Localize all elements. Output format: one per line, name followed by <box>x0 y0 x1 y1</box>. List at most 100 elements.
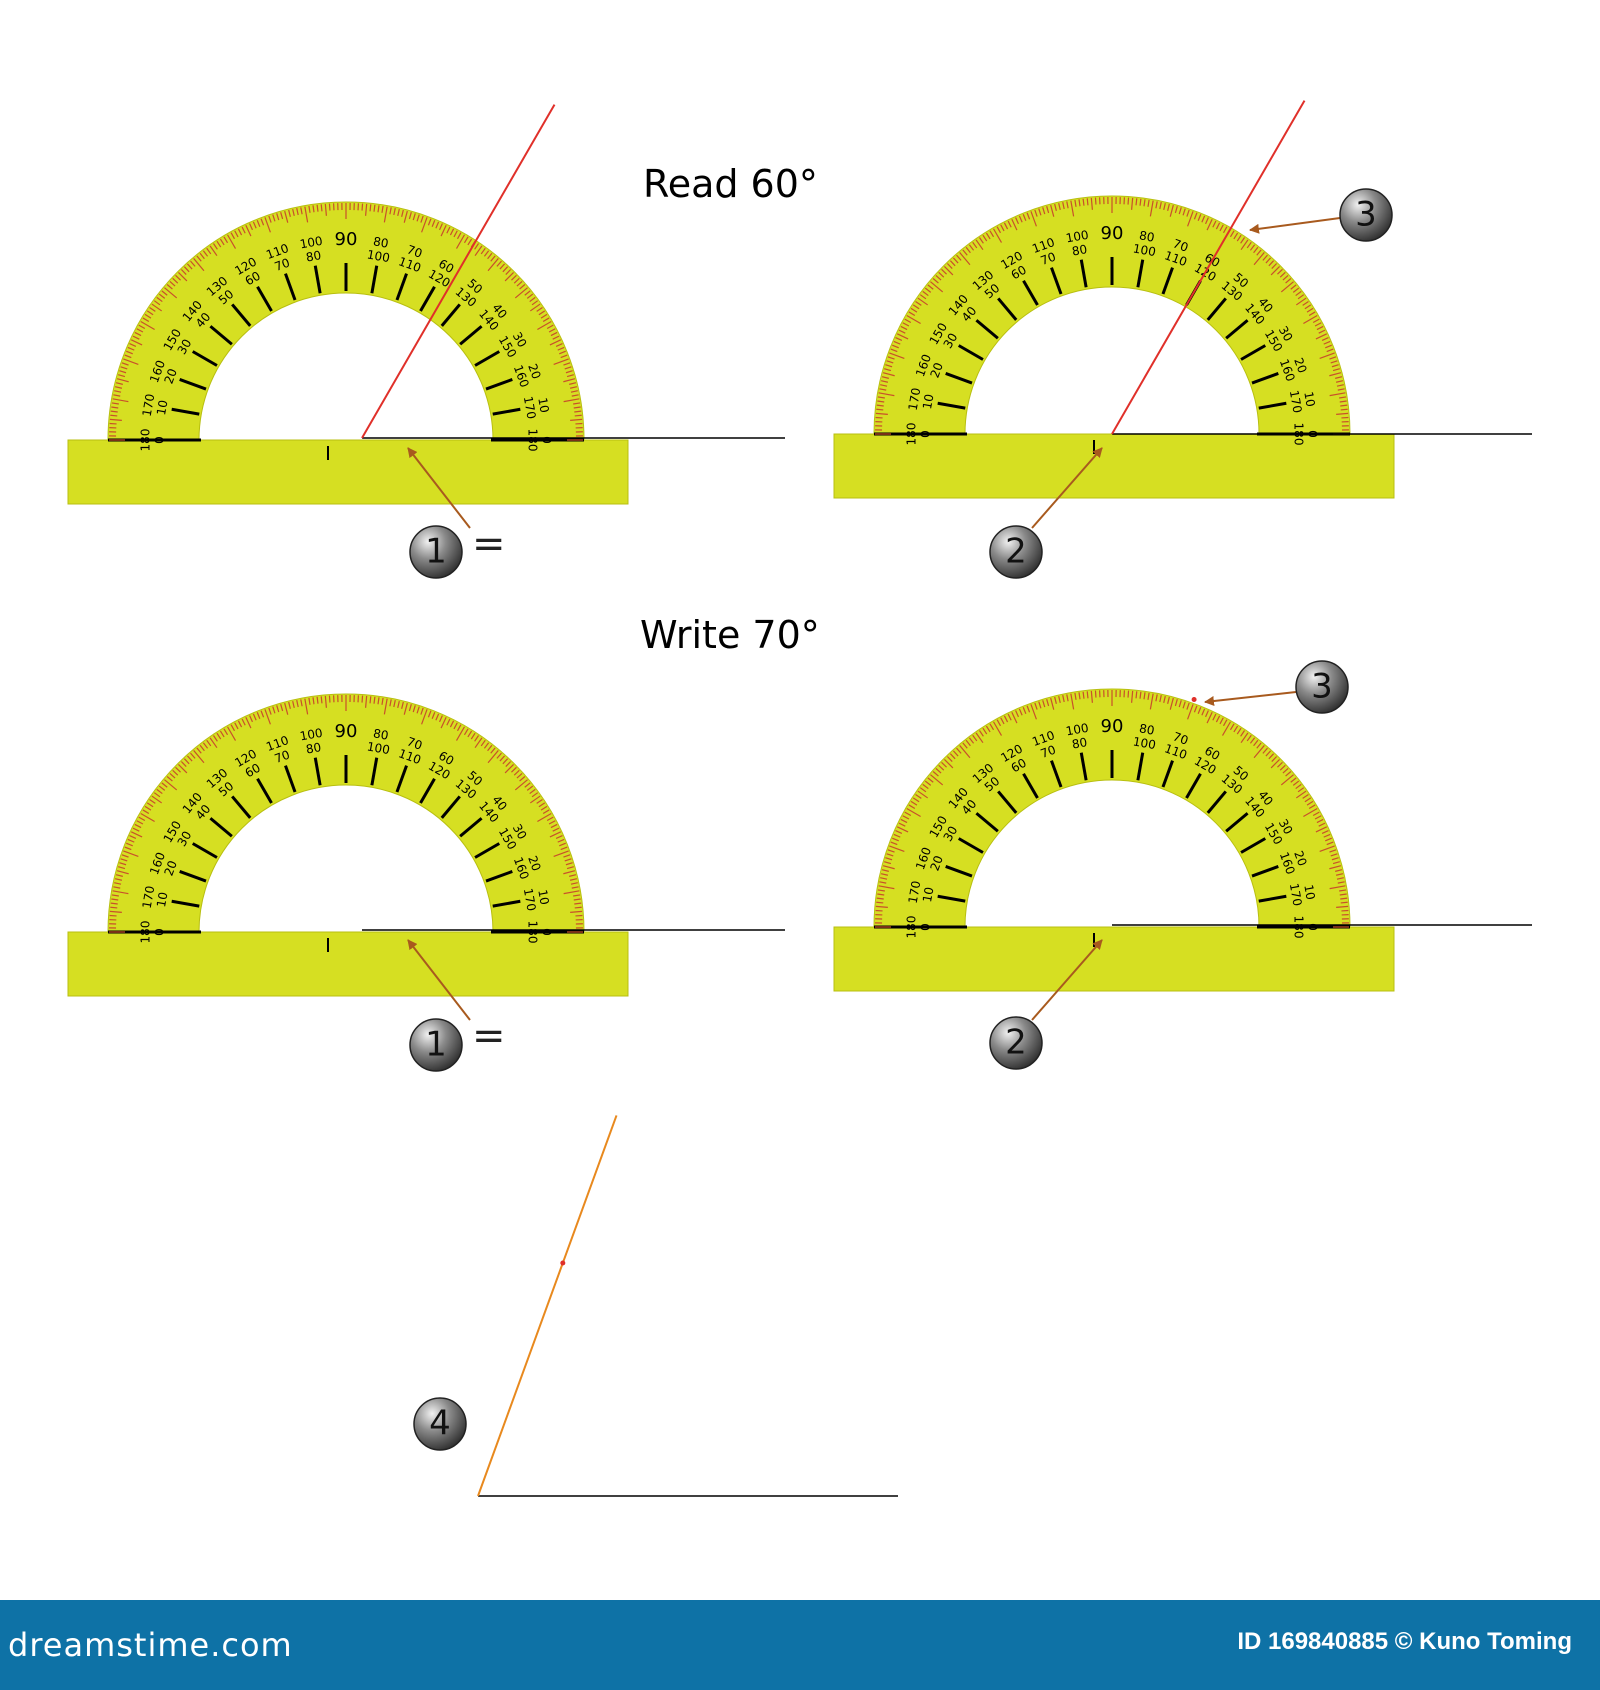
degree-tick <box>550 331 558 337</box>
degree-tick <box>120 858 128 862</box>
marker-2-label: 2 <box>1005 532 1027 572</box>
degree-tick <box>542 317 550 323</box>
degree-tick <box>1074 199 1077 207</box>
major-tick <box>440 303 461 327</box>
scale-label-inner: 100 <box>366 739 391 757</box>
degree-tick <box>537 320 552 331</box>
degree-tick <box>1000 717 1005 725</box>
major-tick <box>1240 344 1267 361</box>
major-tick <box>440 795 461 819</box>
degree-tick <box>1304 797 1312 803</box>
degree-tick <box>1270 265 1281 276</box>
degree-tick <box>574 906 582 909</box>
protractor-arc <box>873 195 1351 435</box>
degree-tick <box>1233 725 1239 733</box>
degree-tick <box>151 303 163 312</box>
degree-tick <box>1149 693 1154 710</box>
degree-tick <box>446 718 451 726</box>
degree-tick <box>555 343 563 347</box>
degree-tick <box>564 858 572 862</box>
scale-label-inner: 70 <box>273 256 292 274</box>
degree-tick <box>563 854 571 858</box>
degree-tick <box>256 712 261 719</box>
degree-tick <box>1340 901 1348 904</box>
degree-tick <box>156 296 163 303</box>
degree-tick <box>1329 392 1346 397</box>
degree-tick <box>1318 822 1326 827</box>
degree-tick <box>1030 211 1037 227</box>
degree-tick <box>190 260 196 267</box>
degree-tick <box>496 260 502 267</box>
degree-tick <box>975 239 984 251</box>
degree-tick <box>563 890 580 895</box>
degree-tick <box>1337 388 1345 391</box>
degree-tick <box>234 230 239 238</box>
scale-label-inner: 100 <box>1132 241 1157 259</box>
degree-tick <box>1046 206 1050 214</box>
scale-label-outer: 30 <box>510 330 530 350</box>
degree-tick <box>110 414 118 417</box>
degree-tick <box>230 232 236 240</box>
degree-tick <box>570 910 583 913</box>
degree-tick <box>1336 905 1349 908</box>
degree-tick <box>121 362 129 366</box>
degree-tick <box>431 712 436 719</box>
degree-tick <box>571 394 579 397</box>
degree-tick <box>1249 737 1256 744</box>
degree-tick <box>1030 704 1037 720</box>
major-tick <box>474 350 501 367</box>
degree-tick <box>1256 742 1262 749</box>
protractor-arc <box>873 688 1351 928</box>
degree-tick <box>876 404 884 407</box>
major-tick <box>1022 772 1039 799</box>
degree-tick <box>280 704 284 712</box>
angle-orange-ray <box>477 1115 618 1497</box>
degree-tick <box>566 374 574 378</box>
degree-tick <box>549 339 562 346</box>
degree-tick <box>1290 777 1297 783</box>
degree-tick <box>393 208 396 216</box>
degree-tick <box>146 802 154 808</box>
degree-tick <box>569 878 578 881</box>
scale-label-outer: 30 <box>1276 324 1296 344</box>
degree-tick <box>889 845 905 852</box>
major-tick <box>1050 267 1063 295</box>
degree-tick <box>917 297 929 306</box>
degree-tick <box>919 294 927 300</box>
degree-tick <box>992 228 1003 243</box>
degree-tick <box>1193 705 1198 713</box>
degree-tick <box>560 846 568 851</box>
degree-tick <box>1062 695 1065 703</box>
degree-tick <box>962 249 968 256</box>
degree-tick <box>552 335 560 340</box>
degree-tick <box>1149 200 1154 217</box>
scale-label-inner: 170 <box>521 395 539 420</box>
degree-tick <box>1271 263 1278 269</box>
degree-tick <box>1306 800 1314 806</box>
degree-tick <box>882 865 895 870</box>
degree-tick <box>553 358 569 365</box>
degree-tick <box>175 274 181 281</box>
degree-tick <box>109 418 122 421</box>
degree-tick <box>1332 368 1340 372</box>
degree-tick <box>570 418 583 421</box>
degree-tick <box>114 878 123 881</box>
degree-tick <box>927 284 934 290</box>
degree-tick <box>496 752 502 759</box>
degree-tick <box>1070 200 1075 217</box>
scale-label-outer: 20 <box>525 854 543 873</box>
degree-tick <box>1050 204 1055 217</box>
degree-tick <box>1339 396 1347 399</box>
degree-tick <box>276 705 280 713</box>
degree-tick <box>199 252 205 260</box>
scale-label-inner: 10 <box>154 891 170 908</box>
degree-tick <box>453 722 458 730</box>
degree-tick <box>886 360 894 364</box>
degree-tick <box>118 866 126 870</box>
degree-tick <box>536 306 543 312</box>
degree-tick <box>284 210 289 223</box>
degree-tick <box>1078 692 1081 700</box>
degree-tick <box>908 311 916 317</box>
degree-tick <box>569 874 577 877</box>
degree-tick <box>892 837 899 842</box>
